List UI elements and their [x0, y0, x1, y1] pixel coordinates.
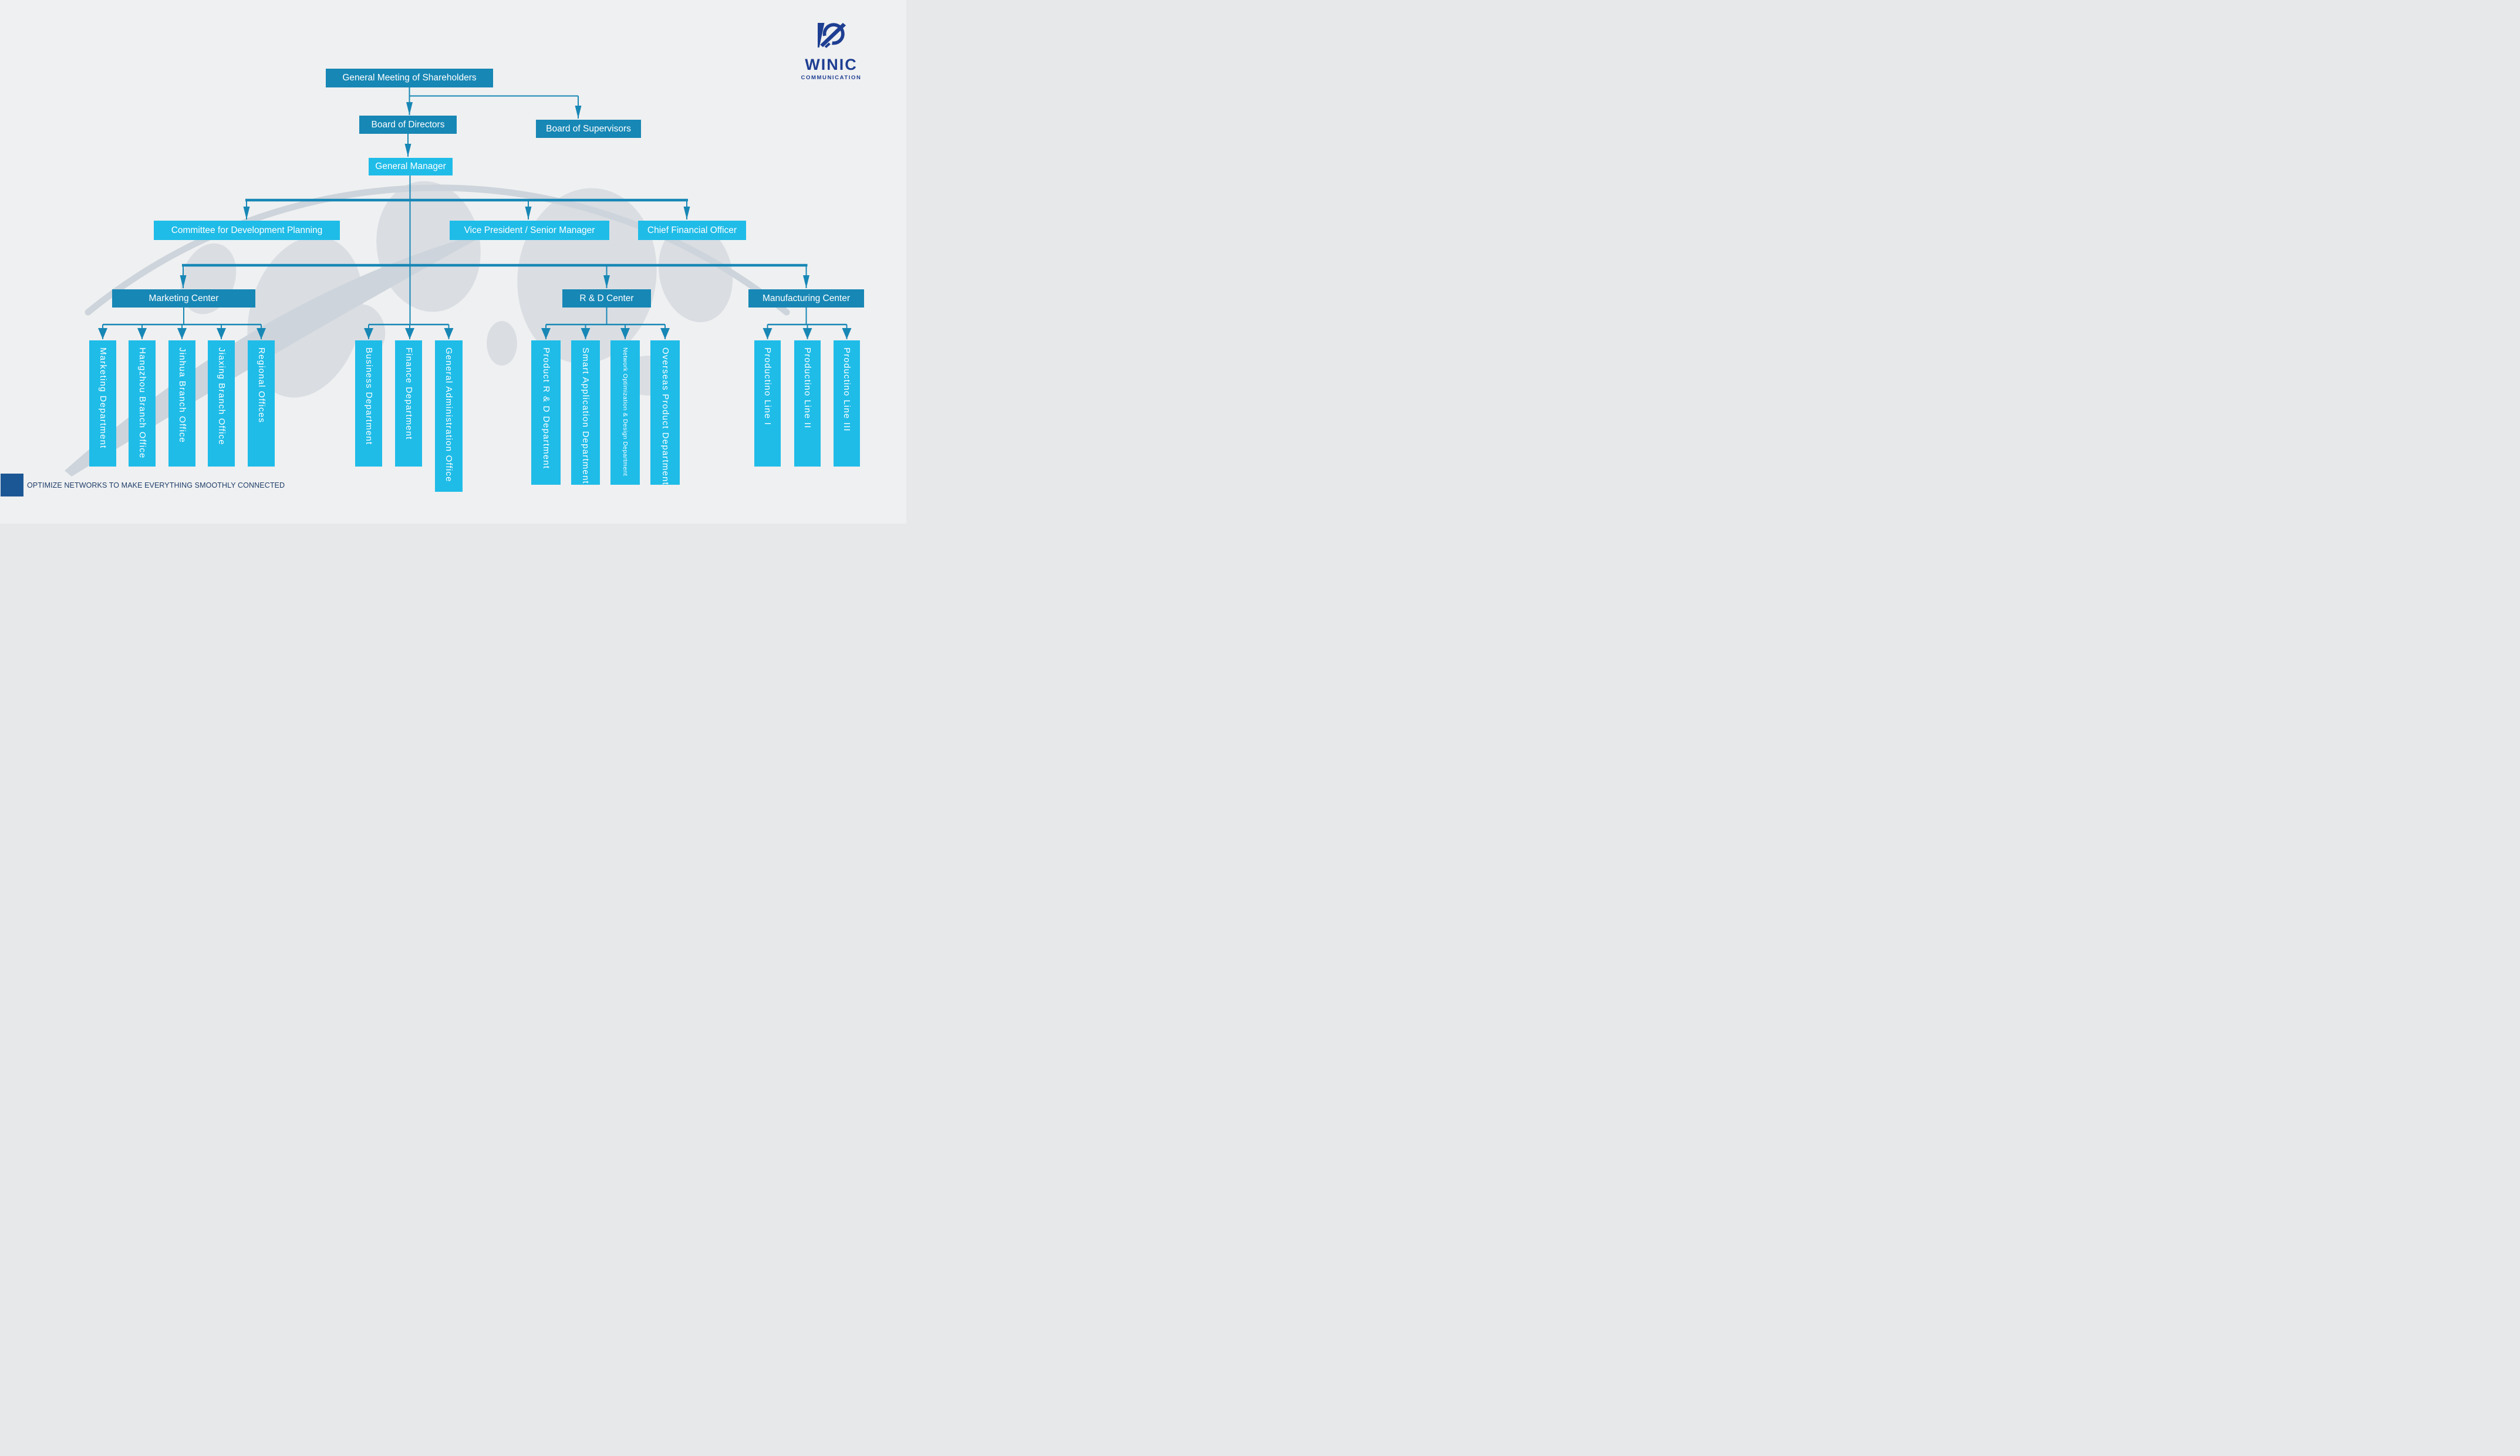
org-node-smart-application-department: Smart Application Department	[571, 340, 600, 485]
org-node-jiaxing-branch-office: Jiaxing Branch Office	[208, 340, 235, 467]
tagline-text: OPTIMIZE NETWORKS TO MAKE EVERYTHING SMO…	[27, 481, 285, 489]
tagline-accent-square	[1, 474, 23, 496]
org-node-marketing-department: Marketing Department	[89, 340, 116, 467]
winic-logo-wordmark: WINIC	[805, 56, 858, 73]
winic-logo: WINIC COMMUNICATION	[794, 22, 869, 81]
winic-logo-subtitle: COMMUNICATION	[801, 75, 862, 81]
org-chart-slide: General Meeting of Shareholders Board of…	[0, 0, 906, 523]
org-node-cfo: Chief Financial Officer	[638, 221, 746, 240]
org-node-board-of-directors: Board of Directors	[359, 116, 457, 134]
org-node-network-optimization-design-department: Network Optimization & Design Department	[610, 340, 640, 485]
org-node-general-administration-office: General Administration Office	[435, 340, 463, 492]
org-node-production-line-2: Productino Line II	[794, 340, 821, 467]
org-node-business-department: Business Department	[355, 340, 382, 467]
org-node-general-meeting: General Meeting of Shareholders	[326, 69, 493, 87]
org-node-production-line-1: Productino Line I	[754, 340, 781, 467]
tagline-row: OPTIMIZE NETWORKS TO MAKE EVERYTHING SMO…	[1, 474, 285, 496]
org-node-regional-offices: Regional Offices	[248, 340, 275, 467]
org-node-finance-department: Finance Department	[395, 340, 422, 467]
org-node-marketing-center: Marketing Center	[112, 289, 255, 308]
org-node-board-of-supervisors: Board of Supervisors	[536, 120, 641, 138]
org-node-committee-development-planning: Committee for Development Planning	[154, 221, 340, 240]
org-node-product-rd-department: Product R & D Department	[531, 340, 561, 485]
org-node-rd-center: R & D Center	[562, 289, 651, 308]
org-node-vice-president: Vice President / Senior Manager	[450, 221, 609, 240]
org-node-hangzhou-branch-office: Hangzhou Branch Office	[129, 340, 156, 467]
winic-logo-mark-icon	[818, 23, 846, 48]
org-node-jinhua-branch-office: Jinhua Branch Office	[168, 340, 195, 467]
org-connector-lines	[98, 87, 852, 339]
org-node-overseas-product-department: Overseas Product Department	[650, 340, 680, 485]
org-node-manufacturing-center: Manufacturing Center	[748, 289, 864, 308]
org-node-production-line-3: Productino Line III	[834, 340, 860, 467]
org-node-general-manager: General Manager	[369, 158, 453, 175]
